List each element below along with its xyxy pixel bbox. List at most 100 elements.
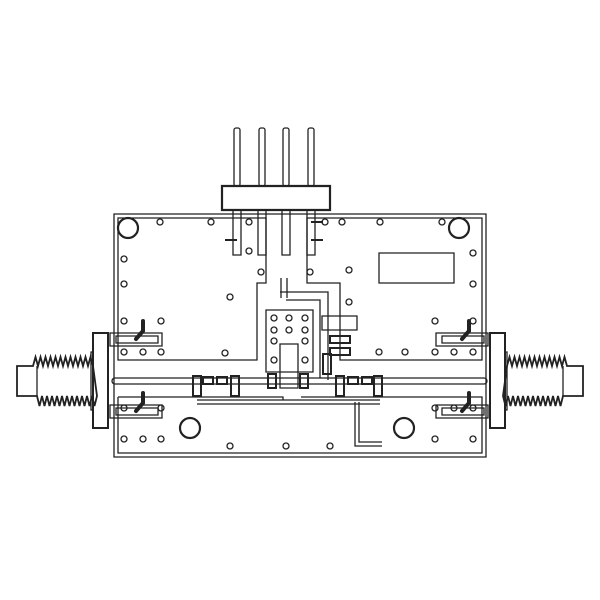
via-hole: [432, 318, 438, 324]
via-hole: [271, 338, 277, 344]
smd-component: [193, 376, 201, 396]
sma-connector-right: [490, 333, 583, 428]
via-hole: [302, 338, 308, 344]
ground-plane-lower-left: [118, 397, 482, 453]
ic-lead: [268, 374, 276, 388]
via-hole: [432, 405, 438, 411]
ground-plane-upper-right: [307, 218, 482, 360]
via-hole: [158, 436, 164, 442]
header-pin-lead: [233, 210, 241, 255]
via-hole: [121, 349, 127, 355]
via-hole: [439, 219, 445, 225]
bias-resistor: [330, 336, 350, 343]
via-hole: [271, 327, 277, 333]
pin-trace: [462, 393, 469, 411]
via-hole: [451, 349, 457, 355]
smd-capacitor: [217, 377, 227, 384]
via-hole: [302, 327, 308, 333]
via-hole: [432, 436, 438, 442]
pin-trace: [136, 393, 143, 411]
smd-component: [336, 376, 344, 396]
header-pin: [283, 128, 289, 186]
smd-capacitor: [348, 377, 358, 384]
ic-block: [266, 310, 313, 372]
via-hole: [158, 349, 164, 355]
smd-capacitor: [362, 377, 372, 384]
connector-thread: [17, 357, 97, 406]
control-trace: [355, 402, 382, 446]
header-pin-lead: [282, 210, 290, 255]
header-body: [222, 186, 330, 210]
via-hole: [286, 315, 292, 321]
header-pin: [234, 128, 240, 186]
via-hole: [140, 436, 146, 442]
via-hole: [346, 267, 352, 273]
via-hole: [377, 219, 383, 225]
via-hole: [271, 315, 277, 321]
via-hole: [339, 219, 345, 225]
bias-trace: [280, 278, 328, 380]
via-hole: [432, 349, 438, 355]
via-hole: [121, 281, 127, 287]
connector-thread: [503, 357, 583, 406]
connector-pad: [436, 405, 488, 418]
lower-bus-trace: [197, 400, 380, 404]
via-hole: [302, 315, 308, 321]
pin-trace: [136, 321, 143, 339]
via-hole: [402, 349, 408, 355]
connector-pad: [436, 333, 488, 346]
via-hole: [258, 269, 264, 275]
via-hole: [121, 436, 127, 442]
mounting-hole: [118, 218, 138, 238]
sma-connector-left: [17, 333, 108, 428]
via-hole: [302, 357, 308, 363]
ground-plane-upper-left: [118, 218, 266, 360]
via-hole: [327, 443, 333, 449]
ic-pad: [280, 344, 298, 388]
via-hole: [157, 219, 163, 225]
bias-resistor: [330, 348, 350, 355]
via-hole: [271, 357, 277, 363]
mounting-hole: [180, 418, 200, 438]
smd-capacitor: [203, 377, 213, 384]
via-hole: [346, 299, 352, 305]
via-holes: [118, 218, 476, 449]
via-hole: [158, 318, 164, 324]
mounting-hole: [449, 218, 469, 238]
via-hole: [283, 443, 289, 449]
smd-component: [374, 376, 382, 396]
connector-flange: [490, 333, 505, 428]
via-hole: [246, 219, 252, 225]
ic-lead: [300, 374, 308, 388]
smd-component: [323, 354, 331, 374]
smd-component: [231, 376, 239, 396]
via-hole: [121, 318, 127, 324]
header-pin: [259, 128, 265, 186]
via-hole: [470, 250, 476, 256]
pin-trace: [462, 321, 469, 339]
components: [110, 222, 488, 418]
connector-pad: [110, 405, 162, 418]
via-hole: [470, 436, 476, 442]
header-pin-lead: [258, 210, 266, 255]
label-box: [379, 253, 454, 283]
via-hole: [140, 349, 146, 355]
header-pin-lead: [307, 210, 315, 255]
board-outline: [114, 214, 486, 457]
via-hole: [158, 405, 164, 411]
via-hole: [222, 350, 228, 356]
via-hole: [208, 219, 214, 225]
via-hole: [470, 281, 476, 287]
via-hole: [376, 349, 382, 355]
bias-component-box: [322, 316, 357, 330]
connector-pad: [110, 333, 162, 346]
via-hole: [286, 327, 292, 333]
header-pin: [308, 128, 314, 186]
via-hole: [227, 443, 233, 449]
via-hole: [307, 269, 313, 275]
mounting-hole: [394, 418, 414, 438]
via-hole: [227, 294, 233, 300]
via-hole: [246, 248, 252, 254]
